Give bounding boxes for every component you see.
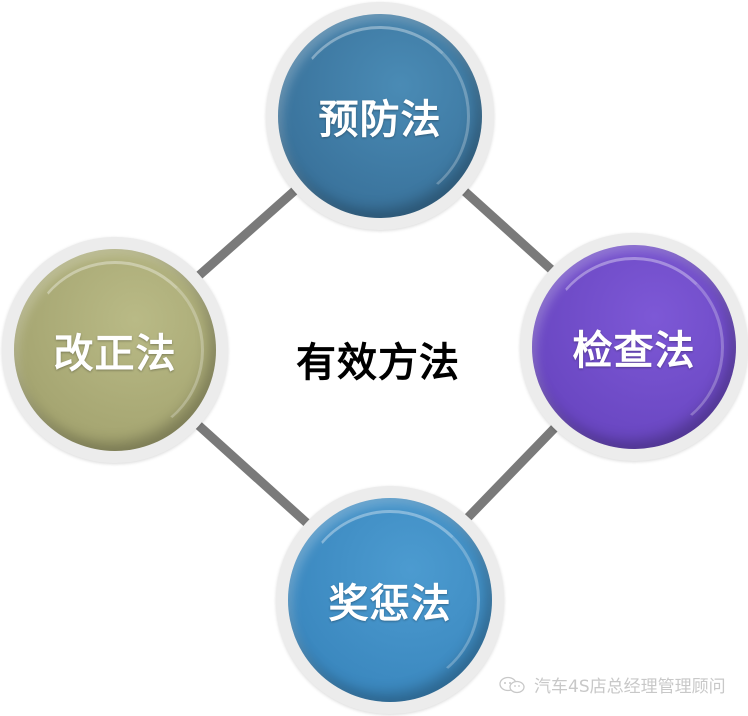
node-inspection: 检查法: [520, 233, 748, 461]
node-reward-punishment: 奖惩法: [276, 486, 504, 714]
wechat-icon: [499, 676, 525, 693]
node-prevention: 预防法: [266, 2, 494, 230]
node-correction: 改正法: [2, 237, 228, 463]
watermark-text: 汽车4S店总经理管理顾问: [534, 677, 726, 697]
watermark: 汽车4S店总经理管理顾问: [498, 672, 726, 697]
node-correction-label: 改正法: [53, 331, 177, 377]
node-prevention-label: 预防法: [318, 97, 442, 143]
center-label: 有效方法: [296, 340, 460, 386]
node-inspection-label: 检查法: [572, 328, 696, 374]
node-reward-punishment-label: 奖惩法: [328, 581, 452, 627]
